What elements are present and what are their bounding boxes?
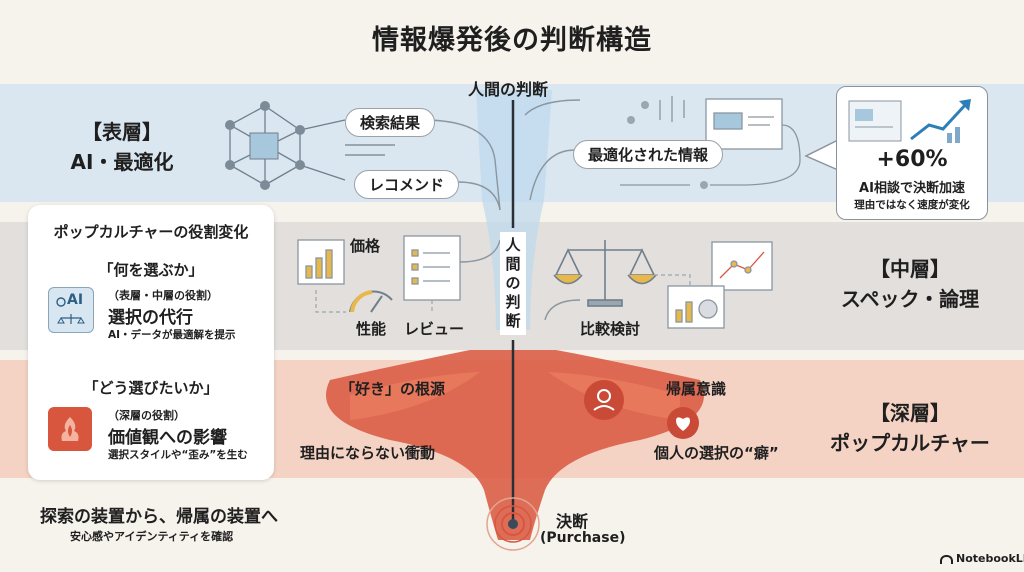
deep-layer-label: 【深層】 ポップカルチャー <box>826 398 994 458</box>
surface-layer-title: 【表層】 <box>82 120 162 144</box>
axis-vertical-char: 断 <box>505 312 521 330</box>
performance-gauge-icon <box>349 290 393 313</box>
ai-icon-text: AI <box>67 292 84 308</box>
optimized-info-pill: 最適化された情報 <box>573 140 724 169</box>
axis-vertical-char: 間 <box>505 255 521 273</box>
review-list-icon <box>403 235 461 301</box>
brand-label: NotebookLM <box>956 552 1024 565</box>
review-label: レビュー <box>404 320 465 338</box>
middle-layer-subtitle: スペック・論理 <box>840 287 980 311</box>
axis-vertical-char: 判 <box>505 293 521 311</box>
callout-line2: 理由ではなく速度が変化 <box>854 199 970 211</box>
irrational-impulse-label: 理由にならない衝動 <box>300 444 436 462</box>
belonging-person-circle <box>584 380 624 420</box>
ai-scale-icon: AI <box>48 287 94 333</box>
balance-scale-icon <box>553 240 657 307</box>
axis-vertical-label: 人 間 の 判 断 <box>500 232 526 335</box>
page-title: 情報爆発後の判断構造 <box>372 25 652 56</box>
axis-vertical-char: の <box>505 274 521 292</box>
notebooklm-brand: NotebookLM <box>940 552 1024 565</box>
footer-sub: 安心感やアイデンティティを確認 <box>70 530 234 543</box>
ai-network-icon <box>229 105 346 186</box>
price-chart-icon <box>297 239 345 285</box>
surface-layer-subtitle: AI・最適化 <box>70 150 174 174</box>
decision-sub-label: (Purchase) <box>540 530 626 546</box>
card1-role: （表層・中層の役割） <box>108 289 218 302</box>
callout-box: +60% AI相談で決断加速 理由ではなく速度が変化 <box>836 86 988 220</box>
decision-point <box>508 519 518 529</box>
callout-value: +60% <box>876 147 948 172</box>
card2-role: （深層の役割） <box>108 409 185 422</box>
pop-culture-role-panel: ポップカルチャーの役割変化 「何を選ぶか」 AI （表層・中層の役割） 選択の代… <box>28 205 274 480</box>
panel-heading: ポップカルチャーの役割変化 <box>53 223 249 241</box>
callout-line1: AI相談で決断加速 <box>859 181 965 196</box>
surface-layer-label: 【表層】 AI・最適化 <box>62 117 182 177</box>
middle-layer-label: 【中層】 スペック・論理 <box>830 254 990 314</box>
compare-label: 比較検討 <box>580 320 641 338</box>
card2-title: 価値観への影響 <box>108 428 227 448</box>
middle-layer-title: 【中層】 <box>870 257 950 281</box>
notebooklm-logo-icon <box>940 554 953 564</box>
card1-desc: AI・データが最適解を提示 <box>108 329 236 341</box>
search-results-pill: 検索結果 <box>345 108 436 137</box>
fire-heart-icon <box>48 407 92 451</box>
personal-habit-label: 個人の選択の“癖” <box>654 444 779 462</box>
source-of-like-label: 「好き」の根源 <box>340 380 446 398</box>
deep-layer-title: 【深層】 <box>870 401 950 425</box>
performance-label: 性能 <box>356 320 387 338</box>
card2-desc: 選択スタイルや“歪み”を生む <box>108 449 248 461</box>
trend-chart-icon <box>667 241 773 329</box>
price-label: 価格 <box>350 237 381 255</box>
deep-layer-subtitle: ポップカルチャー <box>830 431 990 455</box>
decision-point-ring <box>486 497 540 551</box>
card2-question: 「どう選びたいか」 <box>83 379 219 397</box>
footer-headline: 探索の装置から、帰属の装置へ <box>40 507 278 527</box>
chart-growth-icon <box>848 99 971 143</box>
card1-question: 「何を選ぶか」 <box>98 261 204 279</box>
axis-top-label: 人間の判断 <box>468 80 549 99</box>
belonging-label: 帰属意識 <box>666 380 727 398</box>
optimized-info-icon <box>620 96 801 186</box>
recommend-pill: レコメンド <box>354 170 460 199</box>
card1-title: 選択の代行 <box>108 308 193 328</box>
axis-vertical-char: 人 <box>505 236 521 254</box>
decision-label: 決断 <box>556 512 589 531</box>
